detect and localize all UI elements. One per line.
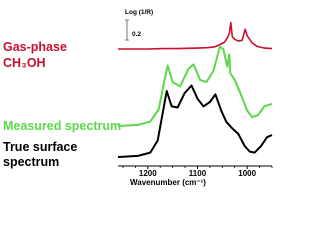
x-tick-label-1000: 1000	[238, 169, 257, 178]
measured-spectrum-label: Measured spectrum	[3, 119, 122, 133]
series-line-0	[118, 21, 273, 50]
scale-bar-value: 0.2	[132, 31, 142, 38]
x-axis	[118, 165, 273, 169]
gas-phase-formula-label: CH₃OH	[3, 56, 46, 70]
true-surface-label: True surface	[3, 140, 78, 154]
x-tick-label-1100: 1100	[188, 169, 207, 178]
series-layer	[117, 21, 273, 158]
x-tick-label-1200: 1200	[138, 169, 157, 178]
scale-bar-line	[125, 19, 129, 41]
gas-phase-label: Gas-phase	[3, 40, 67, 54]
true-surface-label-line2: spectrum	[3, 155, 60, 169]
scale-bar	[125, 19, 129, 41]
scale-bar-label: Log (1/R)	[125, 9, 154, 16]
series-line-2	[117, 84, 273, 158]
series-line-1	[117, 45, 273, 127]
spectra-chart	[117, 19, 273, 169]
x-axis-label: Wavenumber (cm⁻¹)	[130, 178, 206, 187]
